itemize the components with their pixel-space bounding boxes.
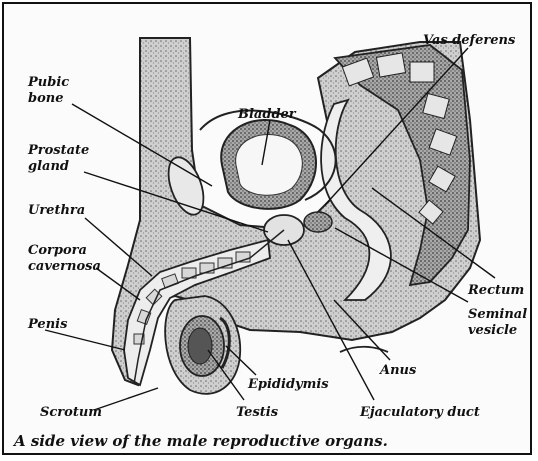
label-bladder: Bladder [237, 107, 297, 122]
testis-inner [188, 328, 212, 364]
bladder-lumen [236, 134, 303, 195]
seminal-vesicle-organ [304, 212, 332, 232]
label-seminal-line1: Seminal [468, 307, 527, 322]
label-corpora-line1: Corpora [28, 243, 87, 258]
label-rectum: Rectum [467, 283, 524, 298]
label-scrotum: Scrotum [40, 405, 102, 420]
label-testis: Testis [236, 405, 279, 420]
label-corpora-line2: cavernosa [28, 259, 101, 274]
label-pubic-bone-line2: bone [28, 91, 63, 106]
label-urethra: Urethra [28, 203, 85, 218]
label-anus: Anus [378, 363, 417, 378]
label-penis: Penis [27, 317, 68, 332]
label-prostate-line1: Prostate [27, 143, 89, 158]
label-ejaculatory-duct: Ejaculatory duct [359, 405, 480, 420]
figure-caption: A side view of the male reproductive org… [12, 432, 388, 450]
label-seminal-line2: vesicle [468, 323, 517, 338]
label-prostate-line2: gland [28, 159, 69, 174]
label-epididymis: Epididymis [247, 377, 329, 392]
label-pubic-bone-line1: Pubic [27, 75, 69, 90]
label-vas-deferens: Vas deferens [423, 33, 516, 48]
